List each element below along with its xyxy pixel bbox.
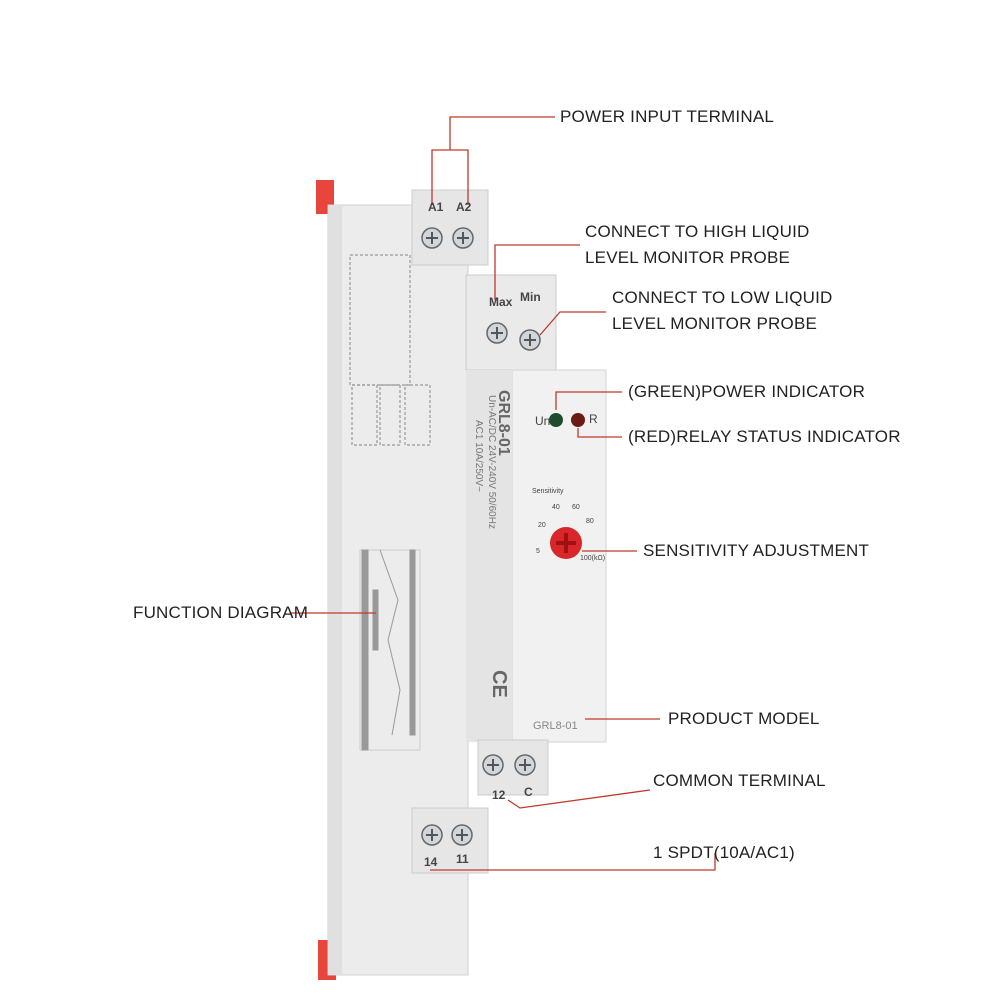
callout-high-probe-line1: CONNECT TO HIGH LIQUID [585,222,810,241]
terminal-a1-label: A1 [428,200,444,214]
dial-mark: 80 [586,518,594,525]
callout-sensitivity: SENSITIVITY ADJUSTMENT [643,541,870,560]
callout-low-probe-line2: LEVEL MONITOR PROBE [612,314,818,333]
callout-common-terminal: COMMON TERMINAL [653,771,826,790]
front-model-label: GRL8-01 [533,720,578,732]
spec-line-2: AC1 10A/250V~ [473,420,484,492]
callout-product-model: PRODUCT MODEL [668,709,820,728]
dial-mark: 60 [572,504,580,511]
callout-function-diagram: FUNCTION DIAGRAM [133,603,309,622]
green-power-led [549,413,563,427]
probe-terminal-block [465,274,557,371]
top-terminal-block [411,189,489,266]
terminal-12-label: 12 [492,788,506,802]
dial-mark: 40 [552,504,560,511]
terminal-min-label: Min [520,290,541,304]
callout-power-indicator: (GREEN)POWER INDICATOR [628,382,866,401]
led-r-label: R [589,412,598,426]
callout-lines [290,116,716,871]
spec-line-1: Un-AC/DC 24V-240V 50/60Hz [486,395,497,529]
terminal-11-label: 11 [456,852,469,866]
callout-spdt: 1 SPDT(10A/AC1) [653,843,795,862]
ce-mark: CE [488,670,510,698]
red-relay-led [571,413,585,427]
callout-relay-indicator: (RED)RELAY STATUS INDICATOR [628,427,901,446]
sensitivity-label: Sensitivity [532,488,564,495]
wiring-schematic [349,254,431,446]
function-diagram [359,549,421,751]
dial-mark: 100(kΩ) [580,555,606,562]
callout-power-input: POWER INPUT TERMINAL [560,107,775,126]
terminal-14-label: 14 [424,855,438,869]
dial-mark: 5 [536,548,540,555]
dial-mark: 20 [538,522,546,529]
led-un-label: Un [535,414,551,428]
terminal-a2-label: A2 [456,200,472,214]
callout-high-probe-line2: LEVEL MONITOR PROBE [585,248,791,267]
callout-low-probe-line1: CONNECT TO LOW LIQUID [612,288,833,307]
terminal-max-label: Max [489,295,513,309]
terminal-c-label: C [524,785,533,799]
